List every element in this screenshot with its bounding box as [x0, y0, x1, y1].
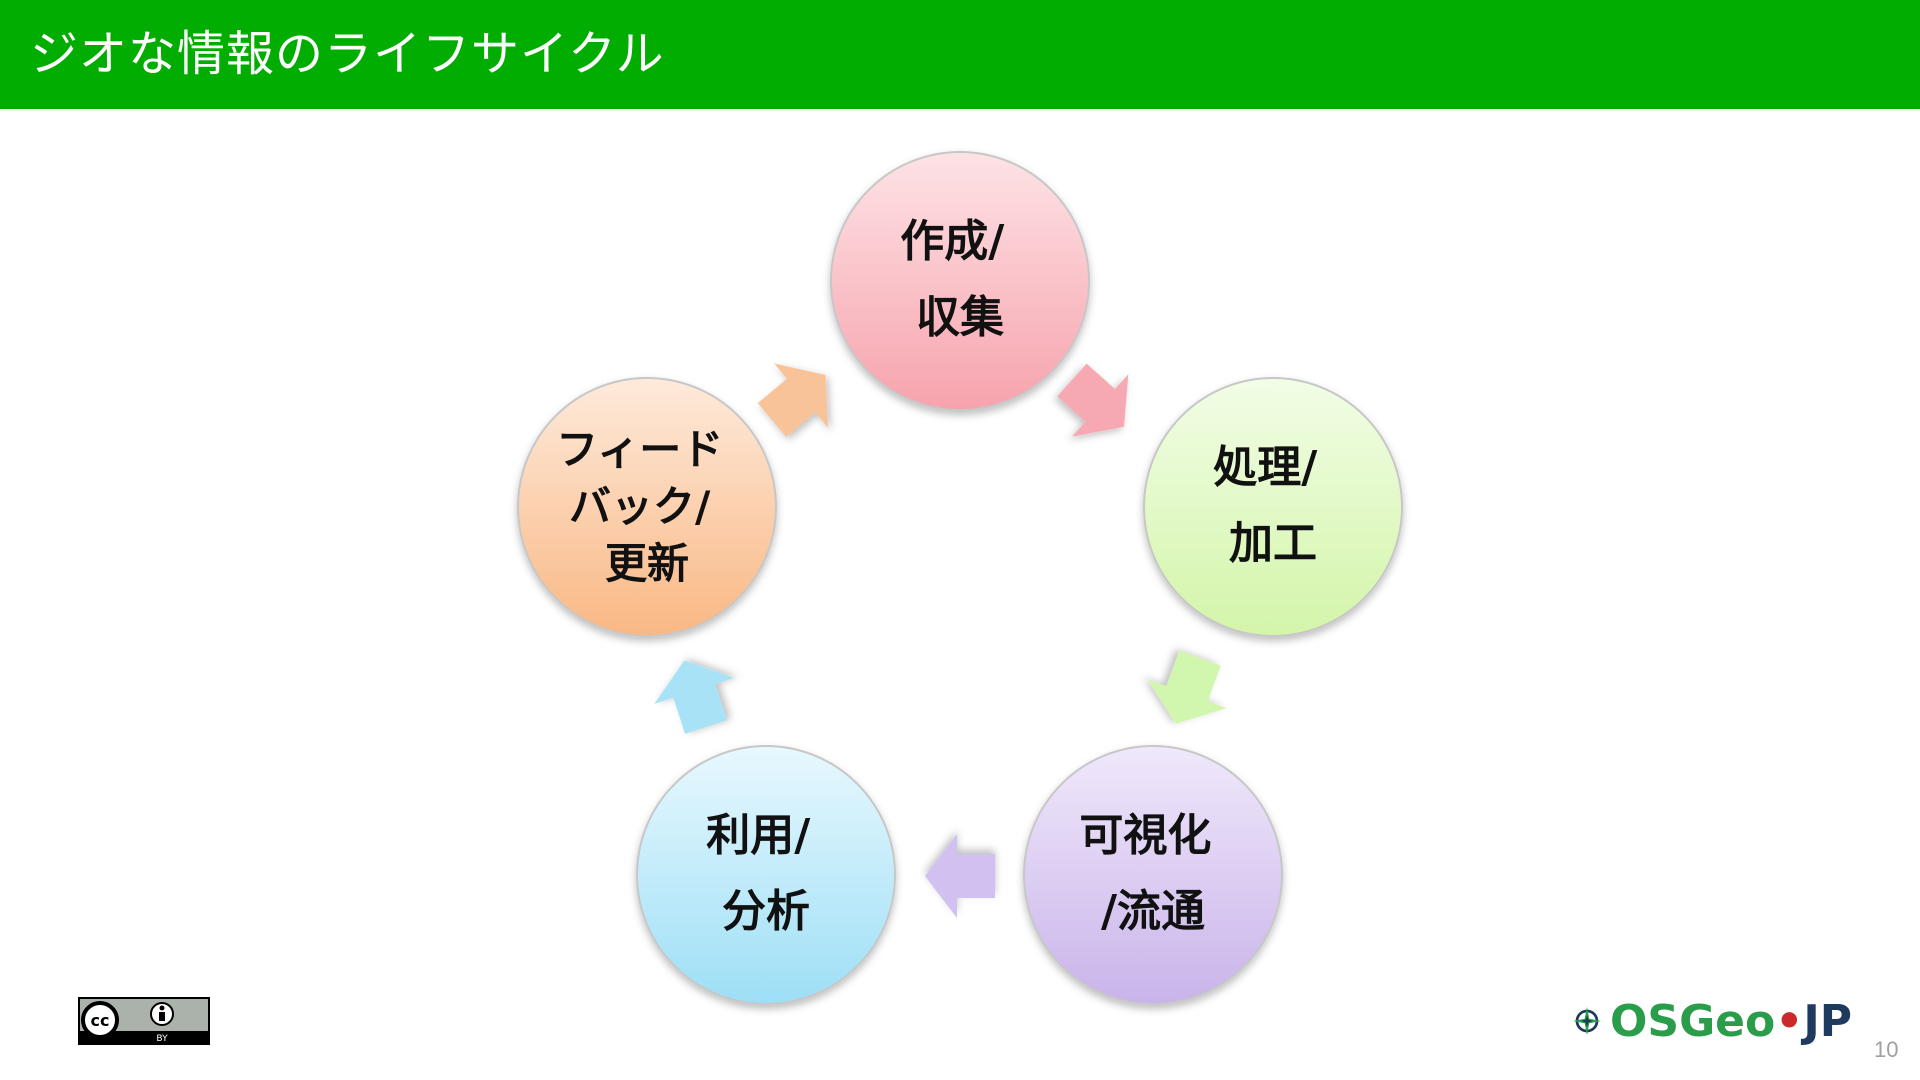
logo-separator: • [1775, 995, 1804, 1047]
node-visualize-line-1: 可視化 [1079, 810, 1211, 861]
compass-icon [1572, 1006, 1602, 1036]
page-number: 10 [1874, 1037, 1899, 1062]
logo-text-osgeo: OSGeo [1609, 995, 1776, 1047]
arrow-use-to-feedback [654, 660, 735, 734]
cc-text: cc [91, 1011, 110, 1030]
node-process-line-1: 処理/ [1213, 442, 1318, 493]
logo-text: OSGeo•JP [1610, 996, 1852, 1047]
slide-header: ジオな情報のライフサイクル [0, 0, 1920, 109]
node-process-line-2: 加工 [1229, 518, 1317, 569]
arrow-visualize-to-use [925, 834, 995, 918]
node-visualize-line-2: /流通 [1101, 886, 1205, 937]
creative-commons-by-icon: cc BY [78, 997, 210, 1045]
svg-text:作成/ 収集: 作成/ 収集 [900, 216, 1019, 343]
svg-text:可視化 /流通: 可視化 /流通 [1079, 810, 1226, 937]
node-visualize: 可視化 /流通 [1023, 745, 1283, 1005]
node-feedback-line-2: バック/ [569, 482, 711, 531]
svg-text:利用/ 分析: 利用/ 分析 [706, 810, 825, 937]
slide-title: ジオな情報のライフサイクル [30, 26, 665, 82]
svg-text:処理/ 加工: 処理/ 加工 [1213, 442, 1332, 569]
by-text: BY [156, 1034, 168, 1044]
logo-text-jp: JP [1803, 995, 1852, 1047]
node-create-line-1: 作成/ [900, 216, 1005, 267]
node-feedback: フィード バック/ 更新 [517, 377, 777, 637]
node-feedback-line-3: 更新 [605, 539, 689, 588]
arrow-create-to-process [1057, 363, 1129, 437]
node-process: 処理/ 加工 [1143, 377, 1403, 637]
node-use-line-1: 利用/ [706, 810, 811, 861]
node-use: 利用/ 分析 [636, 745, 896, 1005]
svg-text:フィード バック/ 更新: フィード バック/ 更新 [556, 425, 738, 588]
node-create-line-2: 収集 [916, 292, 1004, 343]
node-create: 作成/ 収集 [830, 151, 1090, 411]
node-feedback-line-1: フィード [556, 425, 723, 474]
cycle-arrows [654, 363, 1227, 918]
node-use-line-2: 分析 [722, 886, 810, 937]
arrow-feedback-to-create [757, 363, 829, 437]
arrow-process-to-visualize [1147, 650, 1227, 724]
osgeo-jp-logo: OSGeo•JP [1572, 986, 1852, 1056]
